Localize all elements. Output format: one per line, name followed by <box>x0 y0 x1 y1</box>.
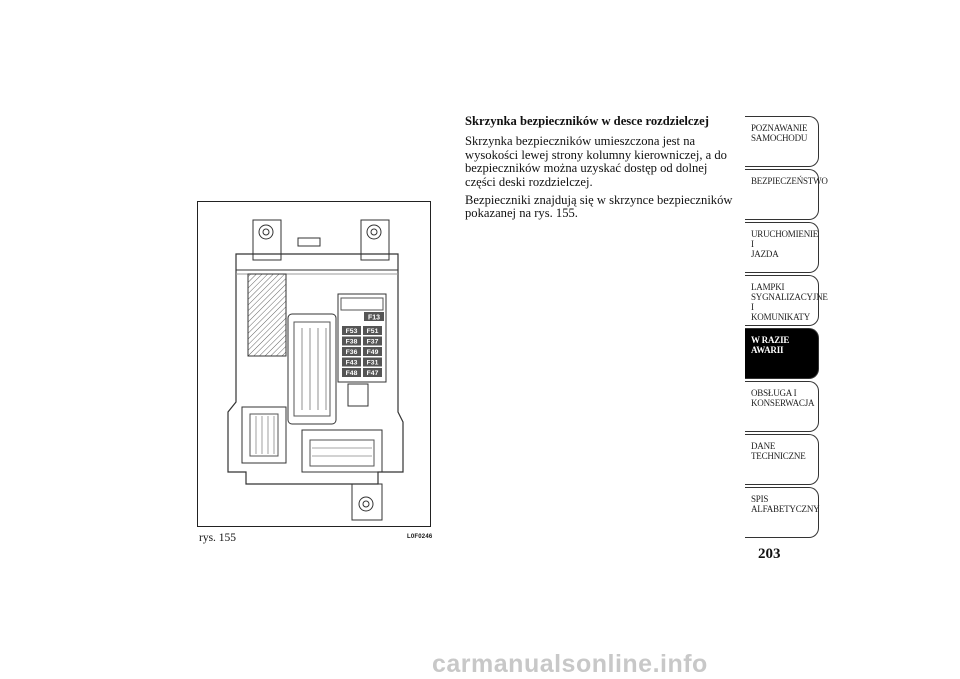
chapter-tab-label: LAMPKI SYGNALIZACYJNE I KOMUNIKATY <box>751 282 828 322</box>
section-text: Skrzynka bezpieczników w desce rozdzielc… <box>465 114 737 226</box>
fuse-slot <box>363 347 382 356</box>
page-number: 203 <box>758 546 781 562</box>
chapter-tab[interactable]: URUCHOMIENIE I JAZDA <box>745 222 819 273</box>
fuse-label: F48 <box>346 370 358 377</box>
chapter-tab[interactable]: POZNAWANIE SAMOCHODU <box>745 116 819 167</box>
chapter-tab-label: DANE TECHNICZNE <box>751 441 806 461</box>
fuse-label: F38 <box>346 339 358 346</box>
fuse-slot <box>342 336 361 346</box>
fuse-slot <box>363 368 382 377</box>
chapter-tab-label: POZNAWANIE SAMOCHODU <box>751 123 808 143</box>
fuse-slot <box>342 368 361 377</box>
fuse-label: F49 <box>367 349 379 356</box>
watermark: carmanualsonline.info <box>432 650 708 678</box>
fuse-label: F37 <box>367 339 379 346</box>
section-heading: Skrzynka bezpieczników w desce rozdzielc… <box>465 114 709 128</box>
chapter-tab[interactable]: OBSŁUGA I KONSERWACJA <box>745 381 819 432</box>
chapter-tab-label: BEZPIECZEŃSTWO <box>751 176 828 186</box>
chapter-tab[interactable]: LAMPKI SYGNALIZACYJNE I KOMUNIKATY <box>745 275 828 326</box>
chapter-tabs: POZNAWANIE SAMOCHODU BEZPIECZEŃSTWO URUC… <box>745 116 828 540</box>
fuse-label: F31 <box>367 360 379 367</box>
fuse-label: F43 <box>346 360 358 367</box>
chapter-tab-label: SPIS ALFABETYCZNY <box>751 494 820 514</box>
chapter-tab[interactable]: DANE TECHNICZNE <box>745 434 819 485</box>
section-paragraph: Bezpieczniki znajdują się w skrzynce bez… <box>465 193 733 221</box>
fuse-label: F53 <box>346 328 358 335</box>
section-paragraph: Skrzynka bezpieczników umieszczona jest … <box>465 134 727 189</box>
fuse-label: F51 <box>367 328 379 335</box>
fuse-slot <box>363 357 382 367</box>
chapter-tab[interactable]: SPIS ALFABETYCZNY <box>745 487 820 538</box>
figure-caption: rys. 155 <box>199 532 237 544</box>
chapter-tab-active[interactable]: W RAZIE AWARII <box>745 328 819 379</box>
fuse-slot <box>342 357 361 367</box>
fuse-label: F36 <box>346 349 358 356</box>
chapter-tab-label: W RAZIE AWARII <box>751 335 790 355</box>
fuse-label-top: F13 <box>368 315 380 322</box>
fuse-slot <box>342 347 361 356</box>
chapter-tab-label: URUCHOMIENIE I JAZDA <box>751 229 819 259</box>
figure-code: L0F0246 <box>407 534 433 540</box>
fuse-label: F47 <box>367 370 379 377</box>
chapter-tab[interactable]: BEZPIECZEŃSTWO <box>745 169 828 220</box>
fuse-slot <box>363 326 382 335</box>
chapter-tab-label: OBSŁUGA I KONSERWACJA <box>751 388 815 408</box>
fuse-slot <box>342 326 361 335</box>
fuse-slot <box>363 336 382 346</box>
